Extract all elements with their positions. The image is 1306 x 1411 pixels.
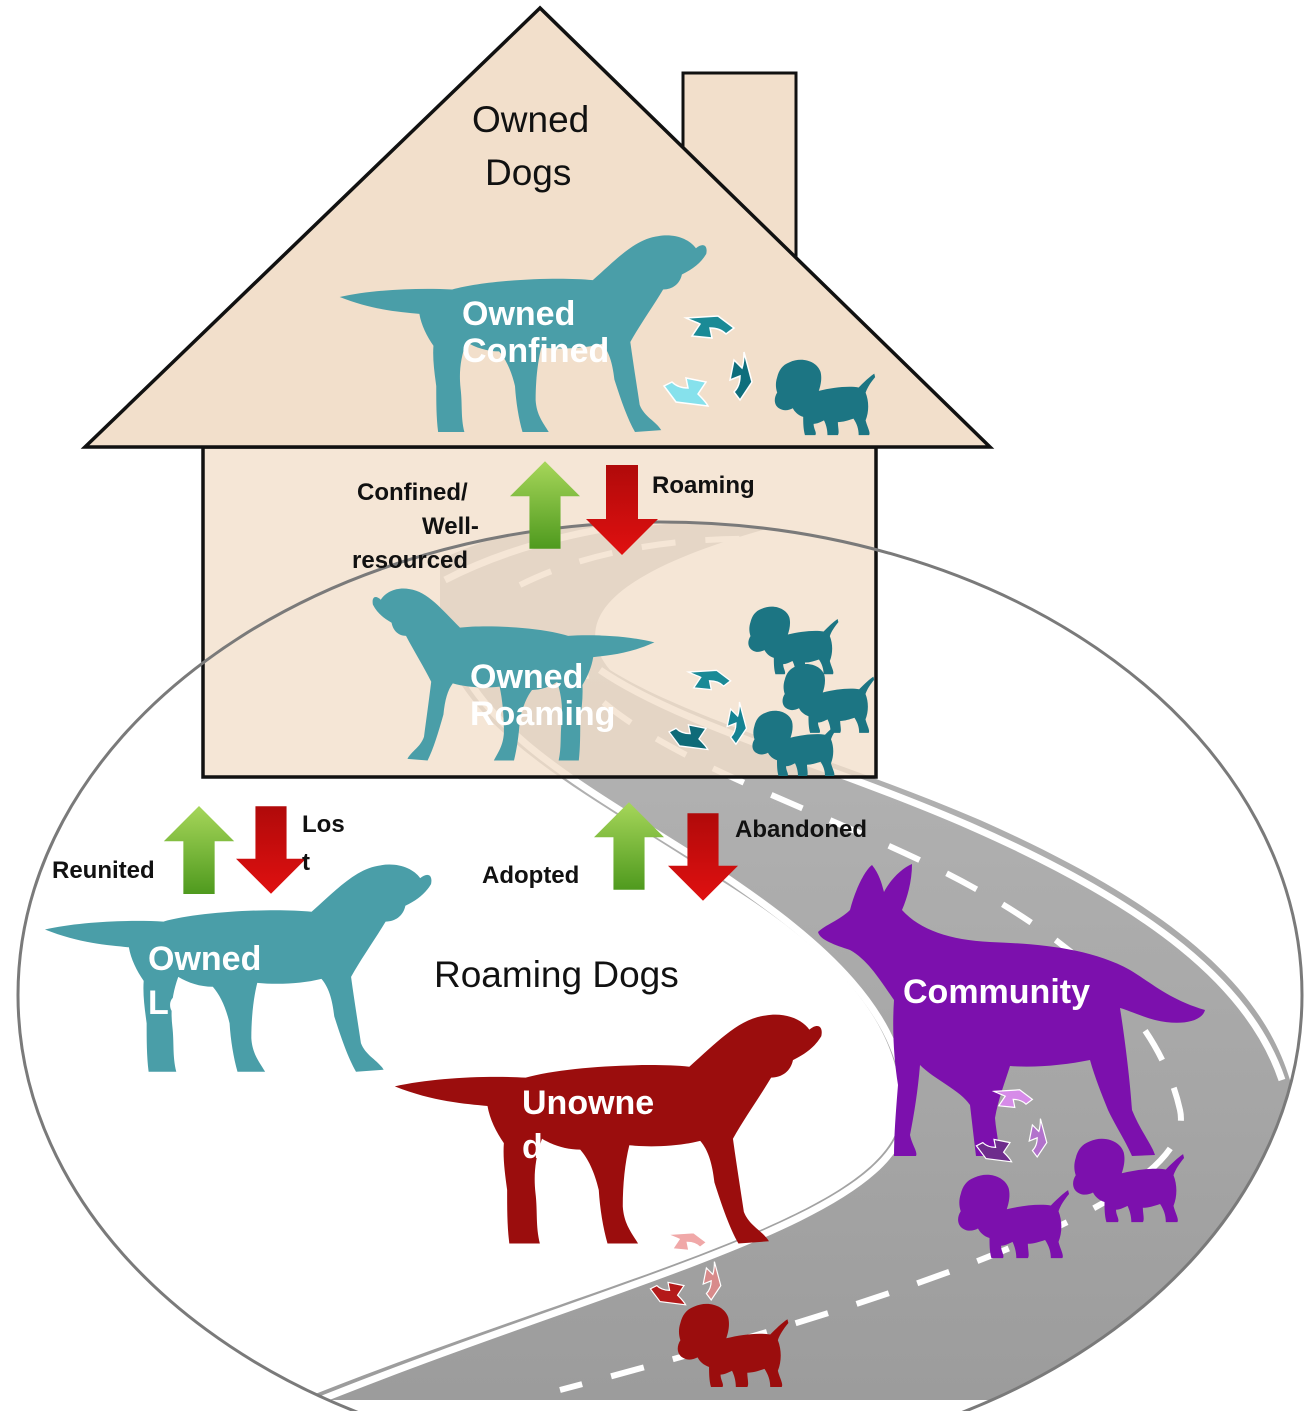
- lost-transition-line2: t: [302, 848, 310, 878]
- confined-transition-line3: resourced: [352, 546, 468, 576]
- adopted-transition-label: Adopted: [482, 861, 579, 891]
- confined-transition-line1: Confined/: [357, 478, 468, 508]
- community-label: Community: [903, 974, 1090, 1011]
- owned-confined-label-line2: Confined: [462, 333, 609, 370]
- unowned-label-line1: Unowne: [522, 1085, 654, 1122]
- owned-confined-label-line1: Owned: [462, 296, 575, 333]
- confined-transition-line2: Well-: [422, 512, 479, 542]
- lost-transition-line1: Los: [302, 810, 345, 840]
- house-title-line1: Owned: [472, 99, 589, 141]
- owned-lost-label-line2: Lost: [148, 985, 220, 1022]
- reunited-transition-label: Reunited: [52, 856, 155, 886]
- owned-roaming-label-line2: Roaming: [470, 696, 615, 733]
- owned-lost-label-line1: Owned: [148, 941, 261, 978]
- roaming-dogs-title: Roaming Dogs: [434, 954, 679, 996]
- unowned-label-line2: d: [522, 1129, 543, 1166]
- arrow-down-icon: [236, 806, 306, 894]
- abandoned-transition-label: Abandoned: [735, 815, 867, 845]
- roaming-transition-label: Roaming: [652, 471, 755, 501]
- arrow-up-icon: [164, 806, 234, 894]
- house-title-line2: Dogs: [485, 152, 571, 194]
- unowned-dog-icon: [395, 1015, 822, 1244]
- owned-roaming-label-line1: Owned: [470, 659, 583, 696]
